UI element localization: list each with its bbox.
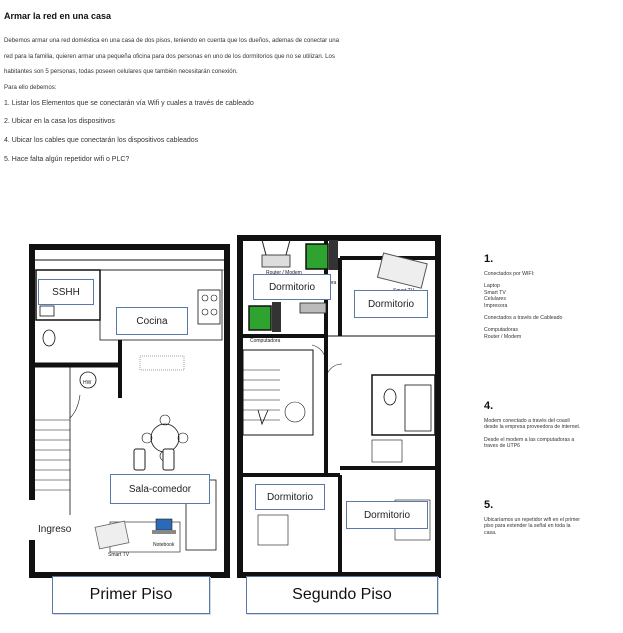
room-label-bedroom-3: Dormitorio [255,484,325,510]
intro-line: Debemos armar una red doméstica en una c… [4,37,340,44]
room-label-bedroom-2: Dormitorio [354,290,428,318]
room-label-sshh: SSHH [38,279,94,305]
note-text: Desde el modem a las computadoras a trav… [484,436,575,450]
notebook-label: Notebook [153,542,175,548]
room-label-entrance: Ingreso [38,524,72,535]
note-5: 5. Ubicaríamos un repetidor wifi en el p… [484,499,584,542]
note-text: Laptop Smart TV Celulares Impresora [484,283,508,309]
room-label-living: Sala-comedor [110,474,210,504]
note-text: Modem conectado a través del coaxil desd… [484,418,581,431]
second-floor-title: Segundo Piso [246,576,438,614]
note-4: 4. Modem conectado a través del coaxil d… [484,400,584,456]
note-number: 1. [484,253,494,265]
document-title: Armar la red en una casa [4,11,112,21]
note-text: Computadoras Router / Modem [484,327,522,340]
room-label-kitchen: Cocina [116,307,188,335]
task-item-1: 1. Listar los Elementos que se conectará… [4,100,254,107]
note-number: 5. [484,499,494,511]
computer-label-2: Computadora [250,338,281,344]
task-item-2: 2. Ubicar en la casa los dispositivos [4,118,115,125]
note-text: Ubicaríamos un repetidor wifi en el prim… [484,517,581,536]
first-floor-plan [28,244,230,578]
room-label-bedroom-4: Dormitorio [346,501,428,529]
task-item-5: 5. Hace falta algún repetidor wifi o PLC… [4,156,130,163]
room-label-bedroom-1: Dormitorio [253,274,331,300]
first-floor-title: Primer Piso [52,576,210,614]
hw-label: HW [83,380,92,386]
intro-line: habitantes son 5 personas, todas poseen … [4,68,238,76]
intro-line: red para la familia, quieren armar una p… [4,52,335,60]
note-text: Conectados a través de Cableado [484,315,563,322]
intro-paragraph: Debemos armar una red doméstica en una c… [4,33,396,95]
task-item-4: 4. Ubicar los cables que conectarán los … [4,137,199,144]
intro-line: Para ello debemos: [4,83,57,91]
note-text: Conectados por WIFI: [484,271,535,277]
note-1: 1. Conectados por WIFI: Laptop Smart TV … [484,253,584,346]
router-label: Router / Modem [266,270,302,276]
note-number: 4. [484,400,494,412]
smart-tv-label: Smart TV [108,552,130,558]
